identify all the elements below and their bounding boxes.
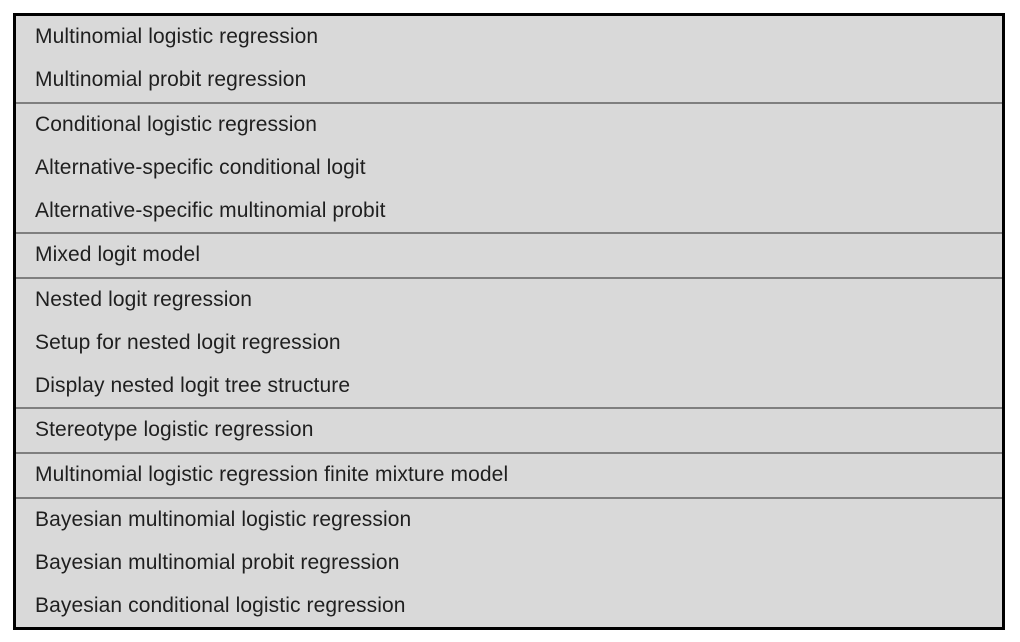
menu-group: Stereotype logistic regression	[16, 407, 1002, 452]
menu-item[interactable]: Stereotype logistic regression	[35, 418, 314, 442]
menu-item[interactable]: Multinomial logistic regression finite m…	[35, 463, 509, 487]
menu-item[interactable]: Conditional logistic regression	[35, 112, 318, 136]
menu-group: Mixed logit model	[16, 231, 1002, 277]
menu-item[interactable]: Bayesian multinomial probit regression	[35, 550, 400, 574]
menu-item[interactable]: Multinomial probit regression	[35, 68, 307, 92]
menu-item[interactable]: Alternative-specific multinomial probit	[35, 198, 386, 222]
menu-item[interactable]: Alternative-specific conditional logit	[35, 155, 366, 179]
menu-item[interactable]: Setup for nested logit regression	[35, 330, 341, 354]
menu-item[interactable]: Display nested logit tree structure	[35, 373, 351, 397]
menu-item[interactable]: Bayesian conditional logistic regression	[35, 593, 406, 617]
menu-item[interactable]: Mixed logit model	[35, 243, 201, 267]
menu-group: Bayesian multinomial logistic regression…	[16, 496, 1002, 627]
menu-item[interactable]: Multinomial logistic regression	[35, 25, 319, 49]
menu-item[interactable]: Nested logit regression	[35, 288, 253, 312]
menu-item[interactable]: Bayesian multinomial logistic regression	[35, 508, 412, 532]
menu-group: Multinomial logistic regression finite m…	[16, 451, 1002, 497]
